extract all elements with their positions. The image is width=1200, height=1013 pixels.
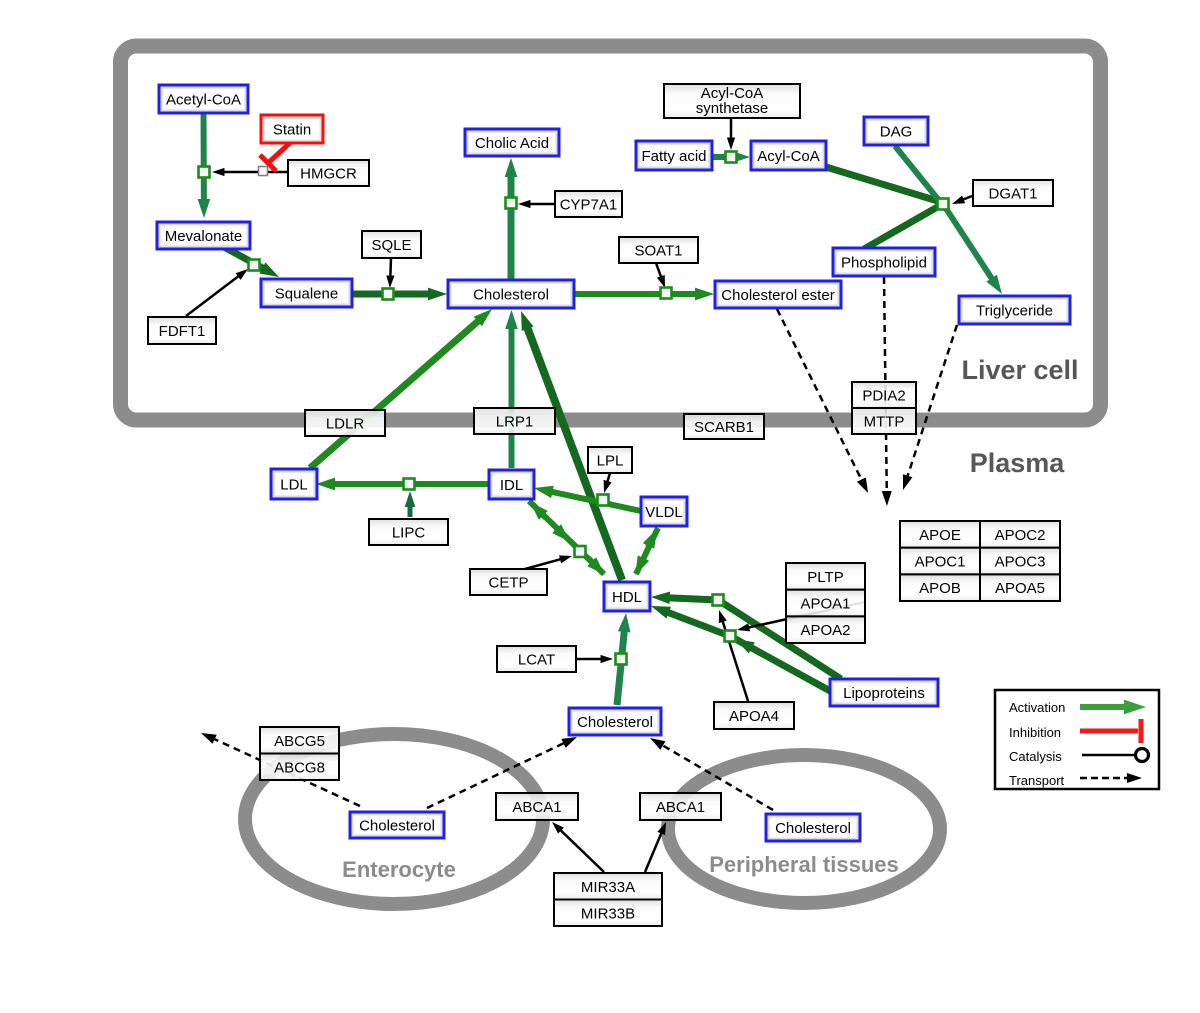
svg-text:Cholesterol: Cholesterol: [577, 714, 653, 731]
svg-text:CETP: CETP: [488, 575, 528, 592]
svg-text:Cholesterol: Cholesterol: [359, 818, 435, 835]
svg-text:FDFT1: FDFT1: [159, 323, 206, 340]
svg-text:Squalene: Squalene: [275, 286, 338, 303]
svg-text:DGAT1: DGAT1: [989, 186, 1038, 203]
svg-text:CYP7A1: CYP7A1: [560, 197, 618, 214]
svg-text:Peripheral tissues: Peripheral tissues: [709, 852, 899, 877]
svg-text:Activation: Activation: [1009, 700, 1065, 715]
svg-text:Inhibition: Inhibition: [1009, 725, 1061, 740]
svg-text:Phospholipid: Phospholipid: [841, 255, 927, 272]
svg-text:ABCA1: ABCA1: [512, 799, 561, 816]
svg-text:Plasma: Plasma: [970, 448, 1066, 478]
svg-text:IDL: IDL: [500, 477, 523, 494]
svg-text:LRP1: LRP1: [496, 414, 534, 431]
svg-text:Enterocyte: Enterocyte: [342, 857, 456, 882]
svg-text:Cholesterol: Cholesterol: [473, 287, 549, 304]
svg-text:Mevalonate: Mevalonate: [165, 228, 243, 245]
svg-text:Acyl-CoA: Acyl-CoA: [757, 148, 820, 165]
svg-text:Acyl-CoA: Acyl-CoA: [701, 85, 764, 102]
svg-text:Fatty acid: Fatty acid: [641, 148, 706, 165]
svg-text:APOA2: APOA2: [800, 622, 850, 639]
svg-text:APOB: APOB: [919, 580, 961, 597]
svg-text:Acetyl-CoA: Acetyl-CoA: [166, 92, 241, 109]
svg-text:LDLR: LDLR: [326, 416, 365, 433]
svg-text:ABCG5: ABCG5: [274, 733, 325, 750]
svg-text:MIR33B: MIR33B: [581, 906, 635, 923]
svg-text:PLTP: PLTP: [807, 569, 843, 586]
svg-text:LIPC: LIPC: [392, 525, 426, 542]
svg-text:Transport: Transport: [1009, 773, 1065, 788]
svg-text:Lipoproteins: Lipoproteins: [843, 685, 925, 702]
svg-text:Statin: Statin: [273, 122, 311, 139]
svg-text:APOA5: APOA5: [995, 580, 1045, 597]
svg-text:SOAT1: SOAT1: [634, 243, 682, 260]
svg-text:MTTP: MTTP: [864, 414, 905, 431]
svg-text:Triglyceride: Triglyceride: [976, 303, 1053, 320]
svg-text:APOC2: APOC2: [995, 527, 1046, 544]
svg-text:Cholesterol ester: Cholesterol ester: [721, 287, 834, 304]
svg-text:HDL: HDL: [612, 589, 642, 606]
svg-text:PDIA2: PDIA2: [862, 388, 905, 405]
svg-text:LDL: LDL: [280, 477, 308, 494]
svg-text:MIR33A: MIR33A: [581, 879, 635, 896]
svg-text:APOA4: APOA4: [729, 708, 779, 725]
svg-text:synthetase: synthetase: [696, 100, 769, 117]
svg-text:Cholesterol: Cholesterol: [775, 820, 851, 837]
svg-text:ABCG8: ABCG8: [274, 760, 325, 777]
svg-text:Liver cell: Liver cell: [961, 355, 1078, 385]
svg-text:HMGCR: HMGCR: [300, 166, 357, 183]
svg-text:DAG: DAG: [880, 124, 913, 141]
svg-text:SCARB1: SCARB1: [694, 419, 754, 436]
svg-text:SQLE: SQLE: [371, 237, 411, 254]
svg-text:LPL: LPL: [597, 453, 624, 470]
svg-text:APOC1: APOC1: [915, 554, 966, 571]
svg-text:LCAT: LCAT: [518, 652, 555, 669]
svg-text:VLDL: VLDL: [645, 504, 683, 521]
svg-text:ABCA1: ABCA1: [656, 799, 705, 816]
svg-text:APOA1: APOA1: [800, 596, 850, 613]
svg-text:APOE: APOE: [919, 527, 961, 544]
svg-text:Catalysis: Catalysis: [1009, 749, 1062, 764]
svg-text:APOC3: APOC3: [995, 554, 1046, 571]
svg-text:Cholic Acid: Cholic Acid: [475, 135, 549, 152]
